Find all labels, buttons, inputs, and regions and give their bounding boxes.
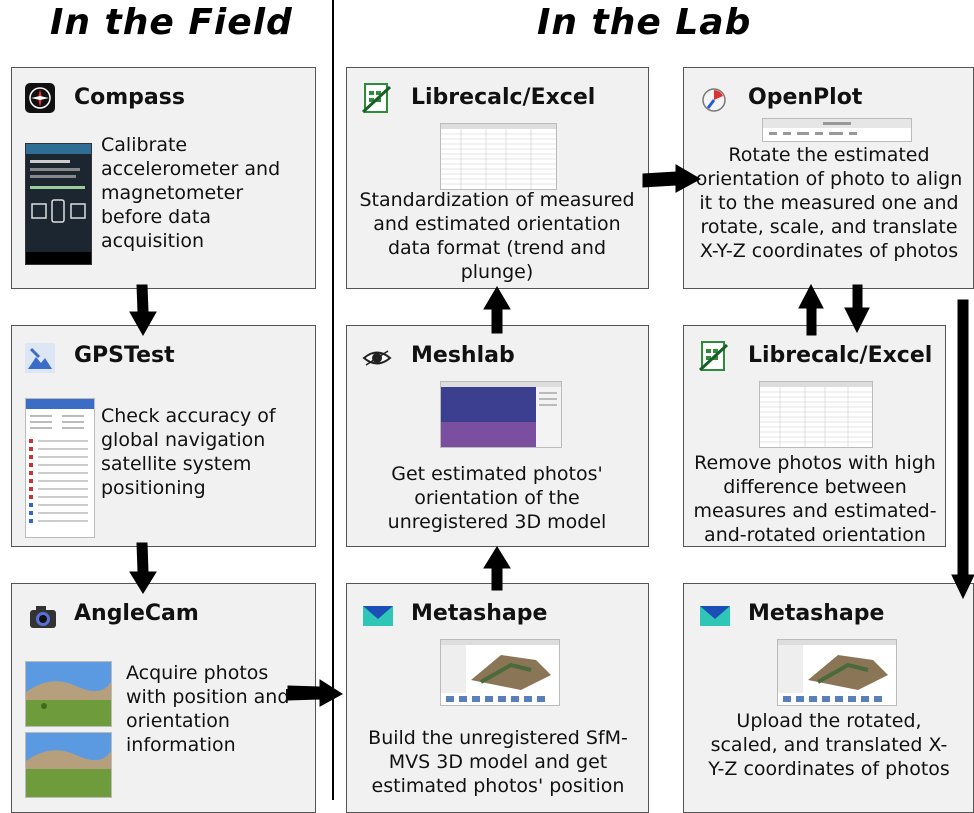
meshlab-description: Get estimated photos' orientation of the… <box>387 463 607 533</box>
librecalc-box-2: Librecalc/Excel Remove photos with high … <box>683 325 946 547</box>
column-divider <box>332 0 334 800</box>
spreadsheet-screenshot-1 <box>440 123 557 190</box>
compass-box: Compass Calibrate accelerometer and magn… <box>11 67 316 289</box>
metashape-icon <box>362 601 393 631</box>
librecalc-1-title: Librecalc/Excel <box>411 85 596 110</box>
librecalc-2-description: Remove photos with high difference betwe… <box>693 452 937 546</box>
spreadsheet-screenshot-2 <box>759 381 873 448</box>
gpstest-description: Check accuracy of global navigation sate… <box>101 405 276 499</box>
metashape-screenshot-1 <box>440 639 560 706</box>
anglecam-box: AngleCam Acquire photos with position an… <box>11 583 316 813</box>
metashape-1-description: Build the unregistered SfM-MVS 3D model … <box>368 727 628 797</box>
openplot-description: Rotate the estimated orientation of phot… <box>695 144 963 262</box>
arrow-openplot-to-metashape <box>951 299 974 600</box>
gpstest-title: GPSTest <box>74 343 175 368</box>
camera-icon <box>28 601 58 631</box>
librecalc-box-1: Librecalc/Excel Standardization of measu… <box>346 67 649 289</box>
metashape-2-title: Metashape <box>748 601 885 626</box>
metashape-box-2: Metashape Upload the rotated, scaled, an… <box>683 583 974 813</box>
compass-icon <box>25 83 55 113</box>
landscape-photo-1 <box>25 661 112 727</box>
heading-in-the-field: In the Field <box>50 2 293 43</box>
librecalc-1-description: Standardization of measured and estimate… <box>359 189 635 283</box>
compass-title: Compass <box>74 85 185 110</box>
metashape-screenshot-2 <box>777 639 897 706</box>
landscape-photo-2 <box>25 732 112 798</box>
metashape-1-title: Metashape <box>411 601 548 626</box>
metashape-2-description: Upload the rotated, scaled, and translat… <box>708 710 950 780</box>
compass-phone-screenshot <box>25 143 92 265</box>
openplot-title: OpenPlot <box>748 85 863 110</box>
gpstest-screenshot <box>25 398 95 538</box>
compass-description: Calibrate accelerometer and magnetometer… <box>101 134 281 252</box>
openplot-icon <box>699 83 729 113</box>
heading-in-the-lab: In the Lab <box>537 2 752 43</box>
metashape-icon <box>699 601 730 631</box>
anglecam-title: AngleCam <box>74 601 199 626</box>
meshlab-screenshot <box>440 381 562 448</box>
spreadsheet-icon <box>698 341 729 372</box>
gpstest-box: GPSTest Check accuracy of global navigat… <box>11 325 316 547</box>
meshlab-title: Meshlab <box>411 343 515 368</box>
openplot-screenshot <box>762 118 912 142</box>
gpstest-icon <box>25 343 55 373</box>
anglecam-description: Acquire photos with position and orienta… <box>126 662 290 756</box>
eye-icon <box>362 343 392 373</box>
librecalc-2-title: Librecalc/Excel <box>748 343 933 368</box>
spreadsheet-icon <box>361 83 392 114</box>
meshlab-box: Meshlab Get estimated photos' orientatio… <box>346 325 649 547</box>
openplot-box: OpenPlot Rotate the estimated orientatio… <box>683 67 974 289</box>
metashape-box-1: Metashape Build the unregistered SfM-MVS… <box>346 583 649 813</box>
